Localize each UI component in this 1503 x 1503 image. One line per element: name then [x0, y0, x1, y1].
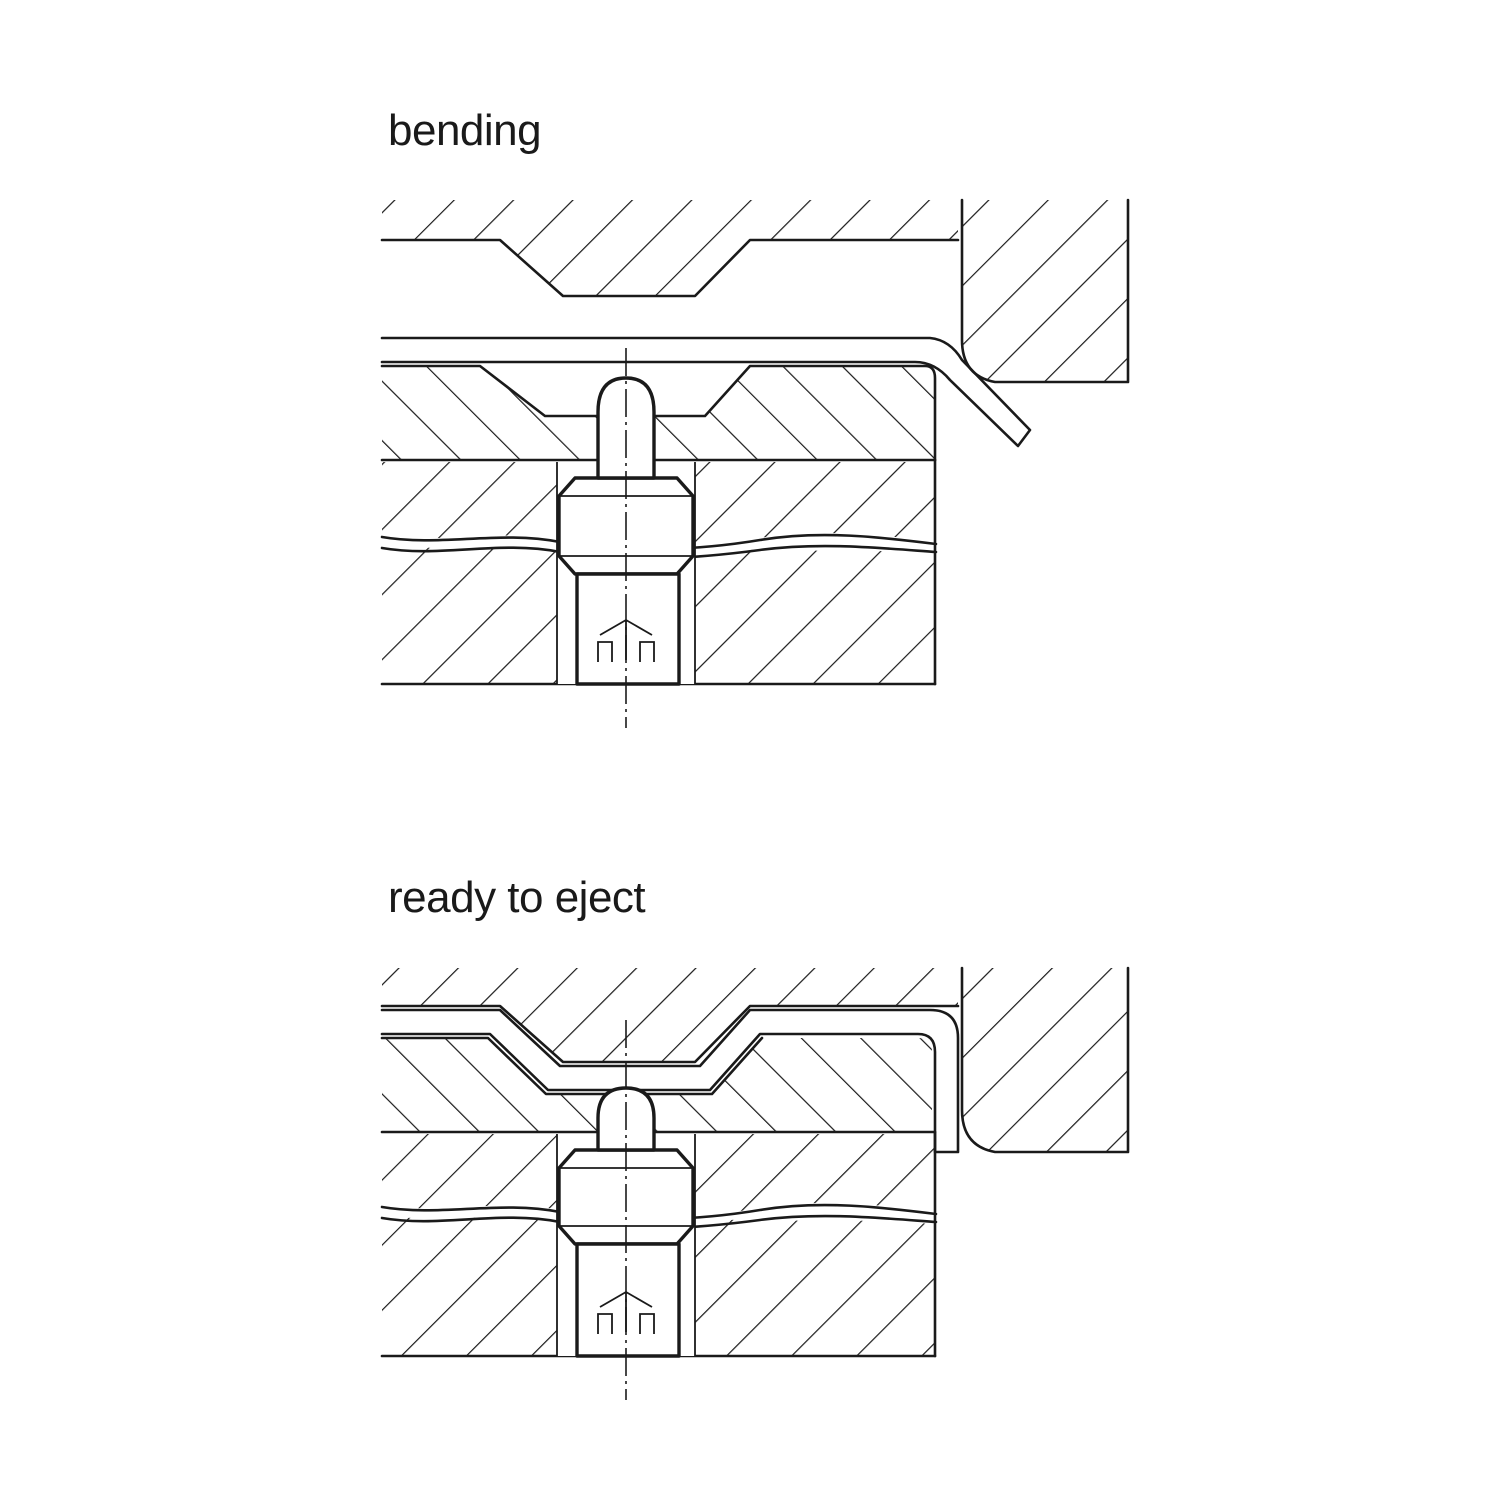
- lower-die-eject: [380, 1036, 937, 1134]
- panel-title-ready-to-eject: ready to eject: [388, 873, 646, 922]
- panel-title-bending: bending: [388, 106, 542, 155]
- bending-diagram: [380, 198, 1130, 728]
- side-die-eject: [960, 966, 1130, 1154]
- upper-punch-eject: [380, 968, 960, 1064]
- sheet-metal-eject: [380, 1008, 960, 1154]
- sheet-metal: [380, 336, 1032, 448]
- upper-punch: [380, 200, 960, 298]
